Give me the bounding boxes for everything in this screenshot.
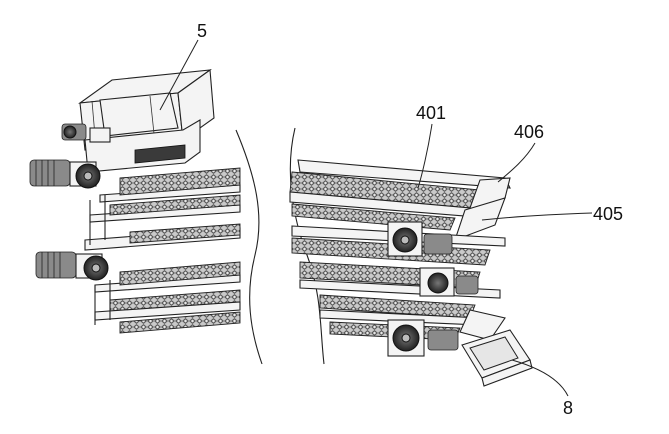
right-gearbox-1 [387, 221, 453, 257]
break-line-left [236, 130, 300, 364]
break-curve-left [235, 129, 263, 365]
feed-hopper [61, 68, 215, 173]
label-discharge-chute: 8 [563, 398, 573, 418]
guide-trough [454, 197, 506, 241]
label-hopper: 5 [197, 21, 207, 41]
right-gearbox-3 [387, 319, 459, 357]
label-side-plate: 406 [514, 122, 544, 142]
left-frame [84, 167, 241, 334]
right-gearbox-2 [419, 267, 479, 297]
left-section [29, 68, 241, 334]
right-section [289, 159, 533, 387]
label-belt-tier: 401 [416, 103, 446, 123]
drive-motor-2 [35, 251, 109, 281]
drive-motor-1 [29, 159, 101, 189]
discharge-chute [459, 309, 533, 387]
label-guide-trough: 405 [593, 204, 623, 224]
break-curve-right [289, 127, 325, 365]
